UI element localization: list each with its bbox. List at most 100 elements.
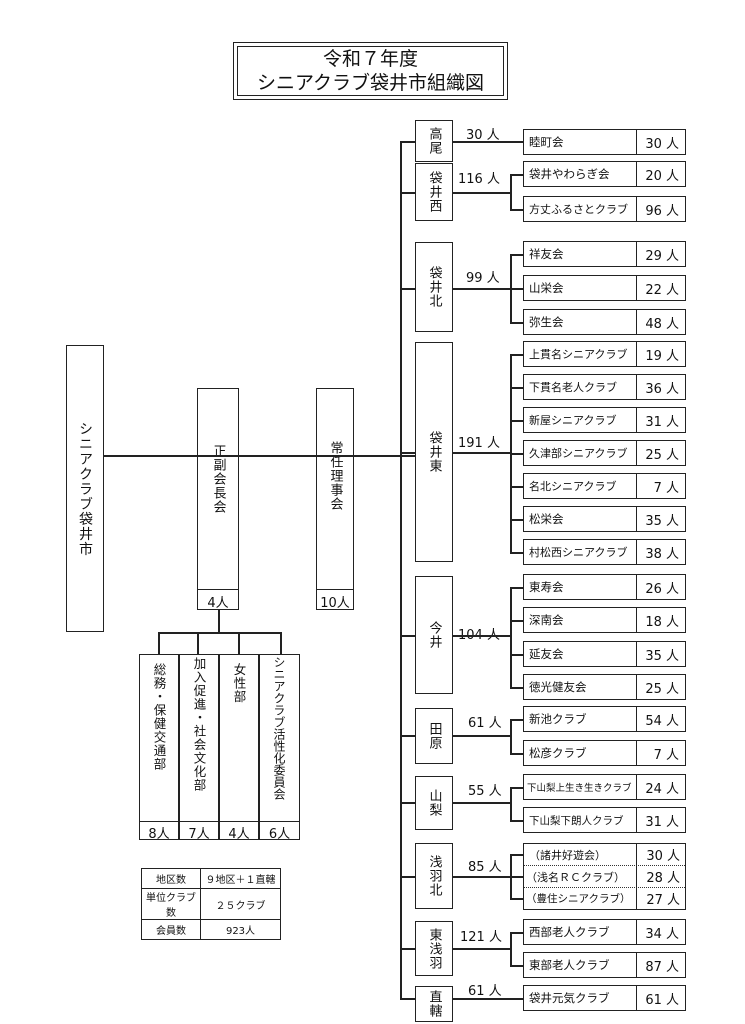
club-count: 27 人 [646, 893, 680, 908]
summary-value: 923人 [200, 919, 281, 940]
club-count: 30 人 [636, 129, 686, 155]
club-count: 35 人 [636, 641, 686, 667]
district-box: 袋井西 [415, 163, 453, 221]
title-frame: 令和７年度 シニアクラブ袋井市組織図 [233, 42, 508, 100]
summary-value: ９地区＋１直轄 [200, 868, 281, 889]
committee-label: 女性部 [231, 663, 247, 704]
club-name: 新屋シニアクラブ [523, 407, 637, 433]
summary-label: 単位クラブ数 [141, 888, 201, 920]
committee-label: 加入促進・社会文化部 [191, 657, 207, 792]
district-label: 東浅羽 [426, 927, 442, 970]
club-count: 22 人 [636, 275, 686, 301]
committee-count: 8人 [148, 827, 170, 842]
title-year: 令和７年度 [322, 48, 418, 70]
district-label: 袋井北 [426, 266, 442, 308]
committee-membership-culture: 加入促進・社会文化部 7人 [179, 654, 219, 842]
vice-president-box: 正副会長会 4人 [197, 388, 239, 611]
club-count: 25 人 [636, 674, 686, 700]
summary-label: 地区数 [141, 868, 201, 889]
district-label: 袋井西 [426, 171, 442, 213]
main-connector [104, 455, 415, 457]
club-count: 25 人 [636, 440, 686, 466]
club-name: 祥友会 [523, 241, 637, 267]
root-label: シニアクラブ袋井市 [77, 421, 93, 556]
summary-label: 会員数 [141, 919, 201, 940]
committee-revitalization: シニアクラブ活性化委員会 6人 [259, 654, 300, 842]
root-box: シニアクラブ袋井市 [66, 345, 104, 632]
club-name: 東部老人クラブ [523, 952, 637, 978]
club-name: （豊住シニアクラブ） [526, 893, 631, 905]
club-name: 山栄会 [523, 275, 637, 301]
district-label: 浅羽北 [426, 855, 442, 897]
standing-committee-label: 常任理事会 [327, 441, 343, 511]
district-label: 田原 [426, 722, 442, 750]
club-name: （諸井好遊会） [529, 848, 606, 862]
summary-value: ２５クラブ [200, 888, 281, 920]
club-name: 村松西シニアクラブ [523, 539, 637, 565]
club-name: 東寿会 [523, 574, 637, 600]
club-group-box [523, 843, 686, 910]
club-count: 30 人 [646, 849, 680, 864]
club-count: 18 人 [636, 607, 686, 633]
district-box: 田原 [415, 708, 453, 764]
committee-bar [158, 632, 281, 634]
committee-stem [218, 610, 220, 632]
district-box: 山梨 [415, 776, 453, 830]
club-name: 深南会 [523, 607, 637, 633]
club-count: 24 人 [636, 774, 686, 800]
committee-count: 6人 [268, 827, 291, 842]
district-count: 85 人 [468, 860, 502, 875]
club-name: 久津部シニアクラブ [523, 440, 637, 466]
club-name: 下山梨上生き生きクラブ [523, 774, 637, 800]
district-box: 浅羽北 [415, 843, 453, 909]
club-name: （浅名ＲＣクラブ） [526, 870, 625, 884]
district-count: 61 人 [468, 716, 502, 731]
district-spine [400, 141, 402, 998]
district-label: 山梨 [426, 789, 442, 817]
club-count: 87 人 [636, 952, 686, 978]
table-row: 単位クラブ数 ２５クラブ [141, 888, 281, 920]
committee-general-affairs: 総務・保健交通部 8人 [139, 654, 179, 842]
committee-label: シニアクラブ活性化委員会 [272, 656, 286, 800]
district-label: 袋井東 [426, 431, 442, 473]
club-name: 下貫名老人クラブ [523, 374, 637, 400]
district-label: 高尾 [426, 127, 442, 155]
club-name: 西部老人クラブ [523, 919, 637, 945]
club-count: 19 人 [636, 341, 686, 367]
district-box: 高尾 [415, 120, 453, 162]
vice-president-count: 4人 [207, 596, 229, 611]
club-count: 20 人 [636, 161, 686, 187]
district-count: 99 人 [466, 271, 500, 286]
district-box: 袋井北 [415, 242, 453, 332]
club-name: 袋井元気クラブ [523, 985, 637, 1011]
club-name: 新池クラブ [523, 706, 637, 732]
club-count: 54 人 [636, 706, 686, 732]
club-count: 31 人 [636, 407, 686, 433]
vice-president-label: 正副会長会 [210, 444, 226, 514]
district-box: 今井 [415, 576, 453, 694]
club-count: 34 人 [636, 919, 686, 945]
district-count: 116 人 [458, 172, 500, 187]
committee-women: 女性部 4人 [219, 654, 259, 842]
club-name: 徳光健友会 [523, 674, 637, 700]
club-count: 31 人 [636, 807, 686, 833]
district-count: 121 人 [460, 930, 502, 945]
committee-count: 7人 [188, 827, 210, 842]
district-count: 104 人 [458, 628, 500, 643]
club-count: 38 人 [636, 539, 686, 565]
club-name: 下山梨下朗人クラブ [523, 807, 637, 833]
table-row: 地区数 ９地区＋１直轄 [141, 868, 281, 889]
club-count: 29 人 [636, 241, 686, 267]
page-title: シニアクラブ袋井市組織図 [256, 72, 485, 94]
club-name: 弥生会 [523, 309, 637, 335]
club-count: 96 人 [636, 196, 686, 222]
club-count: 61 人 [636, 985, 686, 1011]
committee-count: 4人 [228, 827, 250, 842]
club-name: 睦町会 [523, 129, 637, 155]
club-name: 名北シニアクラブ [523, 473, 637, 499]
district-count: 30 人 [466, 128, 500, 143]
summary-table: 地区数 ９地区＋１直轄 単位クラブ数 ２５クラブ 会員数 923人 [141, 868, 281, 940]
club-count: 7 人 [636, 473, 686, 499]
district-count: 61 人 [468, 984, 502, 999]
district-box: 直轄 [415, 986, 453, 1022]
